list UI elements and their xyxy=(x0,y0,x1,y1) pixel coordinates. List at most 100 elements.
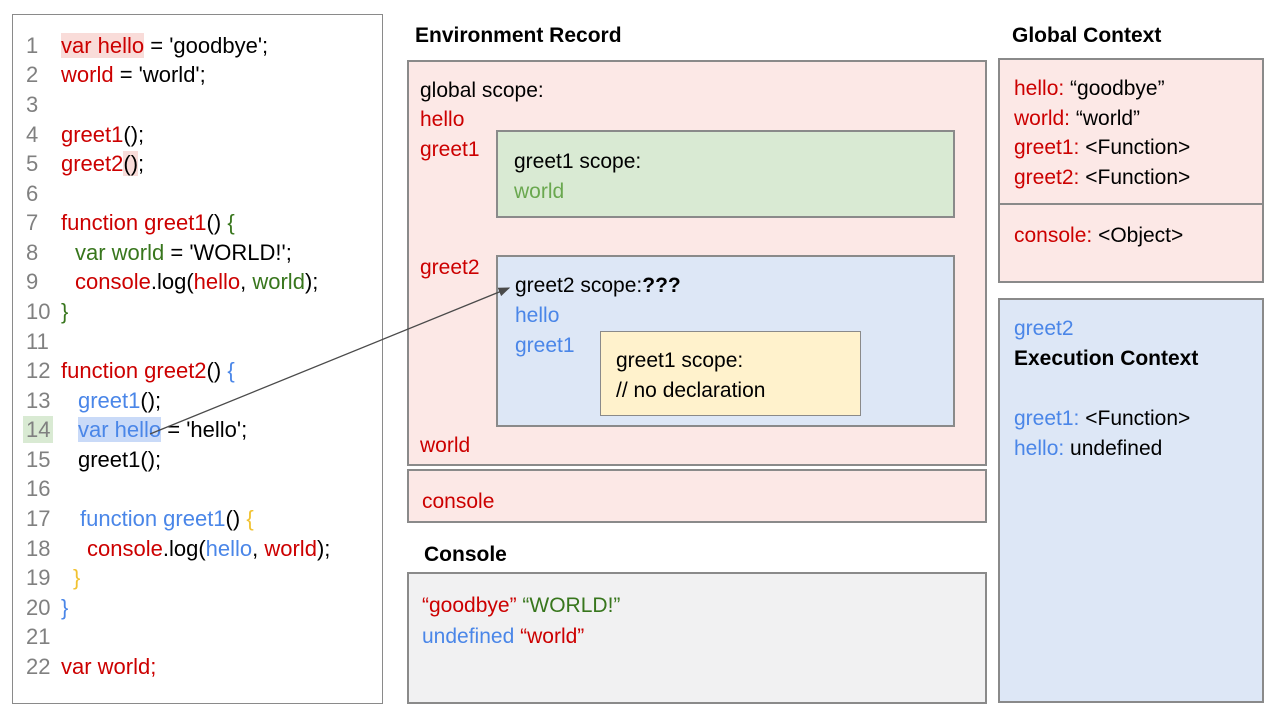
console-title: Console xyxy=(424,543,507,566)
code-text: function greet2() { xyxy=(61,358,235,384)
line-number-text: 22 xyxy=(26,653,51,679)
line-number: 4 xyxy=(23,122,61,148)
greet1-inner-comment: // no declaration xyxy=(616,379,766,402)
code-text: var world = 'WORLD!'; xyxy=(75,240,292,266)
line-number-text: 5 xyxy=(26,151,39,177)
greet1-scope-box: greet1 scope: world xyxy=(496,130,955,218)
code-token: , xyxy=(240,269,253,295)
line-number-text: 12 xyxy=(26,358,51,384)
global-scope-heading: global scope: xyxy=(420,79,544,102)
line-number-text: 14 xyxy=(23,416,54,444)
line-number-text: 18 xyxy=(26,535,51,561)
line-number: 1 xyxy=(23,33,61,59)
console-out-world-upper: “WORLD!” xyxy=(522,594,621,617)
line-number: 20 xyxy=(23,595,61,621)
code-token: greet1 xyxy=(78,387,141,413)
code-token: var hello xyxy=(61,32,145,58)
console-out-goodbye: “goodbye” xyxy=(422,594,517,617)
code-text: greet1(); xyxy=(78,447,161,473)
ec-spacer xyxy=(1014,374,1248,404)
ec-entry-hello: hello: undefined xyxy=(1014,434,1248,464)
console-out-undefined: undefined xyxy=(422,625,515,648)
global-var-hello: hello xyxy=(420,108,465,131)
gc-entry-value: <Object> xyxy=(1098,224,1184,247)
code-token: console xyxy=(75,269,151,295)
global-console-label: console xyxy=(422,490,495,513)
global-context-box: hello: “goodbye” world: “world” greet1: … xyxy=(998,58,1264,283)
code-token: function greet1 xyxy=(80,506,226,532)
line-number-text: 7 xyxy=(26,210,39,236)
line-number-text: 8 xyxy=(26,239,39,265)
code-text: var hello = 'hello'; xyxy=(78,417,247,443)
line-number: 6 xyxy=(23,181,61,207)
code-line-4: 4 greet1(); xyxy=(13,120,382,150)
line-number: 5 xyxy=(23,151,61,177)
ec-entry-label: hello: xyxy=(1014,437,1065,460)
gc-entry-label: hello: xyxy=(1014,77,1065,100)
execution-context-box: greet2 Execution Context greet1: <Functi… xyxy=(998,298,1264,703)
line-number: 18 xyxy=(23,536,61,562)
greet2-scope-box: greet2 scope:??? hello greet1 greet1 sco… xyxy=(496,255,955,427)
gc-entry-value: <Function> xyxy=(1085,165,1191,189)
code-token: world xyxy=(264,535,317,561)
global-var-greet2: greet2 xyxy=(420,256,480,279)
ec-function-name: greet2 xyxy=(1014,317,1074,340)
code-token: (); xyxy=(123,121,145,147)
code-token: ); xyxy=(304,269,319,295)
code-token: = 'WORLD!'; xyxy=(164,239,292,265)
global-context-variables: hello: “goodbye” world: “world” greet1: … xyxy=(1000,60,1262,205)
code-token: () xyxy=(225,506,247,532)
code-token: = 'goodbye'; xyxy=(144,32,269,58)
line-number-text: 21 xyxy=(26,624,51,650)
code-token: .log( xyxy=(150,269,194,295)
greet2-scope-var-greet1: greet1 xyxy=(515,334,575,357)
line-number-text: 16 xyxy=(26,476,51,502)
line-number: 9 xyxy=(23,269,61,295)
gc-entry-world: world: “world” xyxy=(1014,104,1248,134)
greet1-inner-scope-box: greet1 scope: // no declaration xyxy=(600,331,861,416)
global-context-console-section: console: <Object> xyxy=(1000,205,1262,281)
line-number-text: 4 xyxy=(26,121,39,147)
code-token: ; xyxy=(138,151,145,177)
line-number: 14 xyxy=(23,416,61,444)
gc-entry-label: console: xyxy=(1014,224,1093,247)
console-output-line-2: undefined “world” xyxy=(422,621,972,652)
line-number-text: 19 xyxy=(26,565,51,591)
greet2-scope-var-hello: hello xyxy=(515,304,560,327)
gc-entry-console: console: <Object> xyxy=(1014,221,1248,251)
line-number: 21 xyxy=(23,624,61,650)
code-token: = 'hello'; xyxy=(161,417,248,443)
code-token: () xyxy=(206,358,228,384)
console-output-box: “goodbye” “WORLD!” undefined “world” xyxy=(407,572,987,704)
greet1-inner-heading: greet1 scope: xyxy=(616,349,744,372)
greet2-scope-heading: greet2 scope: xyxy=(515,274,643,297)
code-text: } xyxy=(61,595,68,621)
line-number: 12 xyxy=(23,358,61,384)
global-var-world: world xyxy=(420,434,471,457)
console-out-world: “world” xyxy=(520,625,585,648)
line-number: 17 xyxy=(23,506,61,532)
ec-entry-value: <Function> xyxy=(1085,407,1191,430)
code-line-14: 14 var hello = 'hello'; xyxy=(13,416,382,446)
gc-entry-hello: hello: “goodbye” xyxy=(1014,74,1248,104)
code-token: function greet1 xyxy=(61,210,207,236)
code-text: console.log(hello, world); xyxy=(87,536,330,562)
code-token: greet1 xyxy=(61,121,124,147)
line-number: 3 xyxy=(23,92,61,118)
greet1-scope-var-world: world xyxy=(514,180,565,203)
line-number-text: 1 xyxy=(26,32,39,58)
code-text: var world; xyxy=(61,654,156,680)
code-token: greet1(); xyxy=(78,446,162,472)
global-var-greet1: greet1 xyxy=(420,138,480,161)
line-number-text: 10 xyxy=(26,298,51,324)
line-number-text: 20 xyxy=(26,594,51,620)
line-number-text: 9 xyxy=(26,269,39,295)
code-token: , xyxy=(252,535,265,561)
